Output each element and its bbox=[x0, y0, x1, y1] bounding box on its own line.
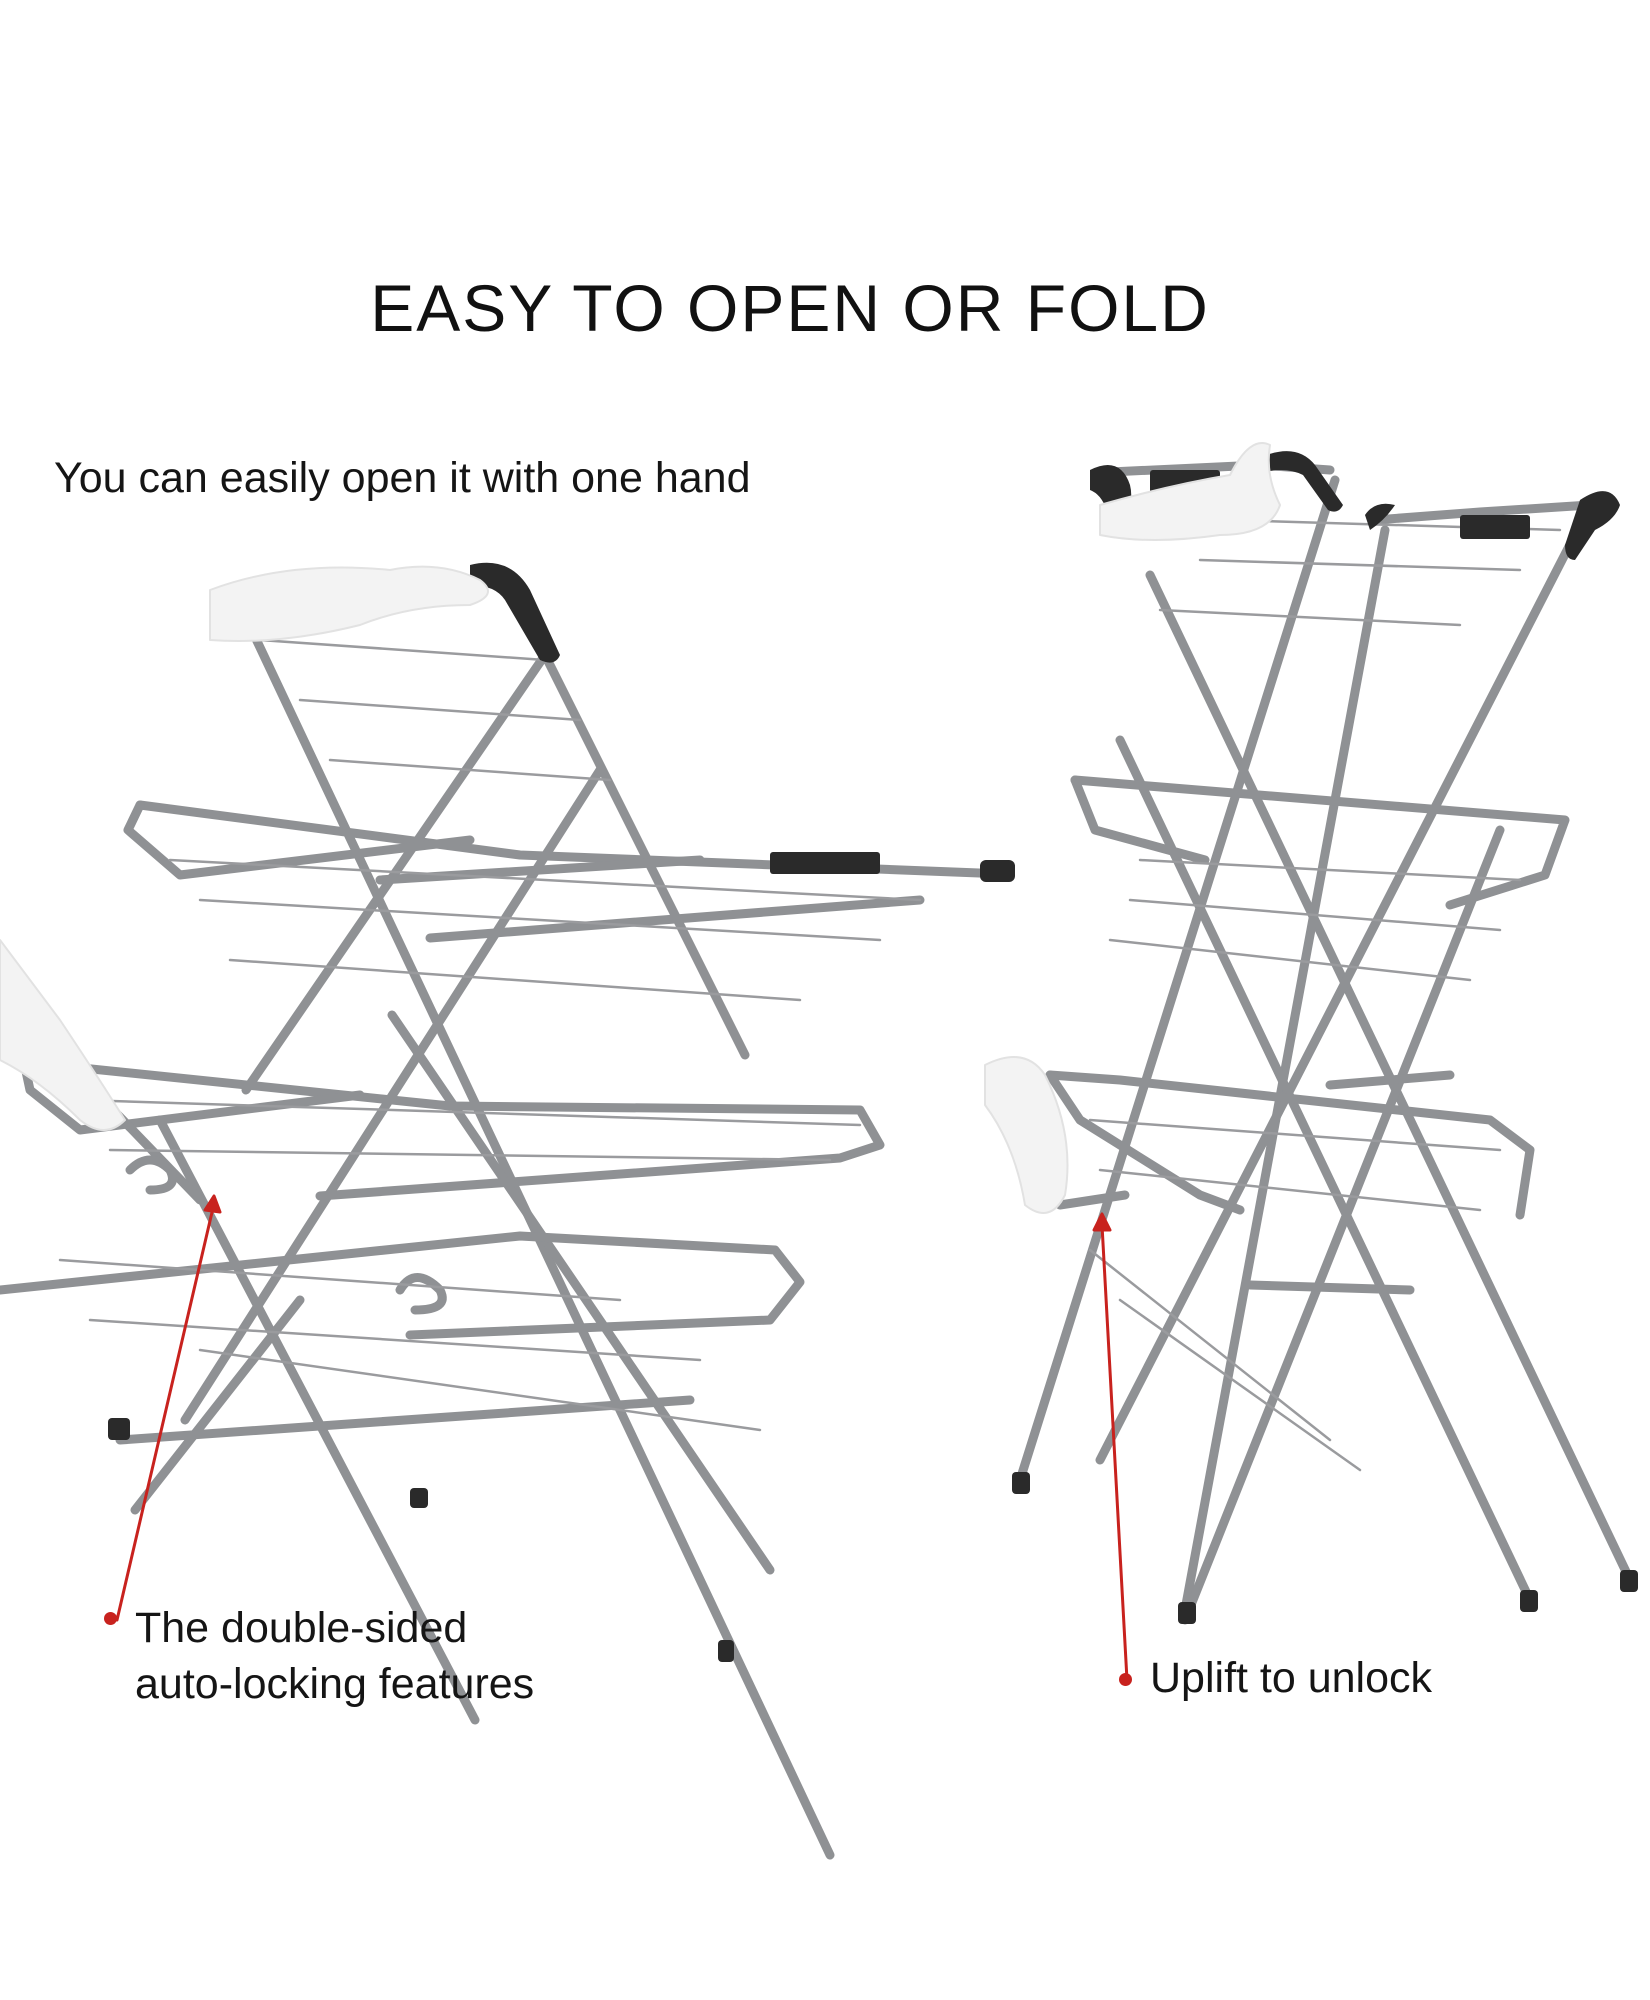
caption-double-sided-line1: The double-sided bbox=[135, 1604, 468, 1652]
handle-grips-right bbox=[1012, 451, 1638, 1624]
pointer-dot-right bbox=[1119, 1673, 1132, 1686]
clothes-airer-standing-icon bbox=[1015, 460, 1635, 1625]
hand-icon bbox=[984, 442, 1281, 1214]
drying-wires-left bbox=[58, 638, 922, 1432]
pointer-arrow-icon bbox=[115, 1194, 1129, 1682]
page-title: EASY TO OPEN OR FOLD bbox=[370, 271, 1210, 345]
pointer-dot-left bbox=[104, 1612, 117, 1625]
caption-uplift: Uplift to unlock bbox=[1150, 1654, 1433, 1702]
caption-open-one-hand: You can easily open it with one hand bbox=[54, 454, 751, 502]
caption-double-sided-line2: auto-locking features bbox=[135, 1660, 535, 1708]
handle-grips-left bbox=[108, 562, 1015, 1662]
caption-double-sided: The double-sided auto-locking features bbox=[135, 1600, 534, 1712]
drying-wires-right bbox=[1088, 518, 1562, 1472]
hand-icon bbox=[0, 565, 489, 1131]
